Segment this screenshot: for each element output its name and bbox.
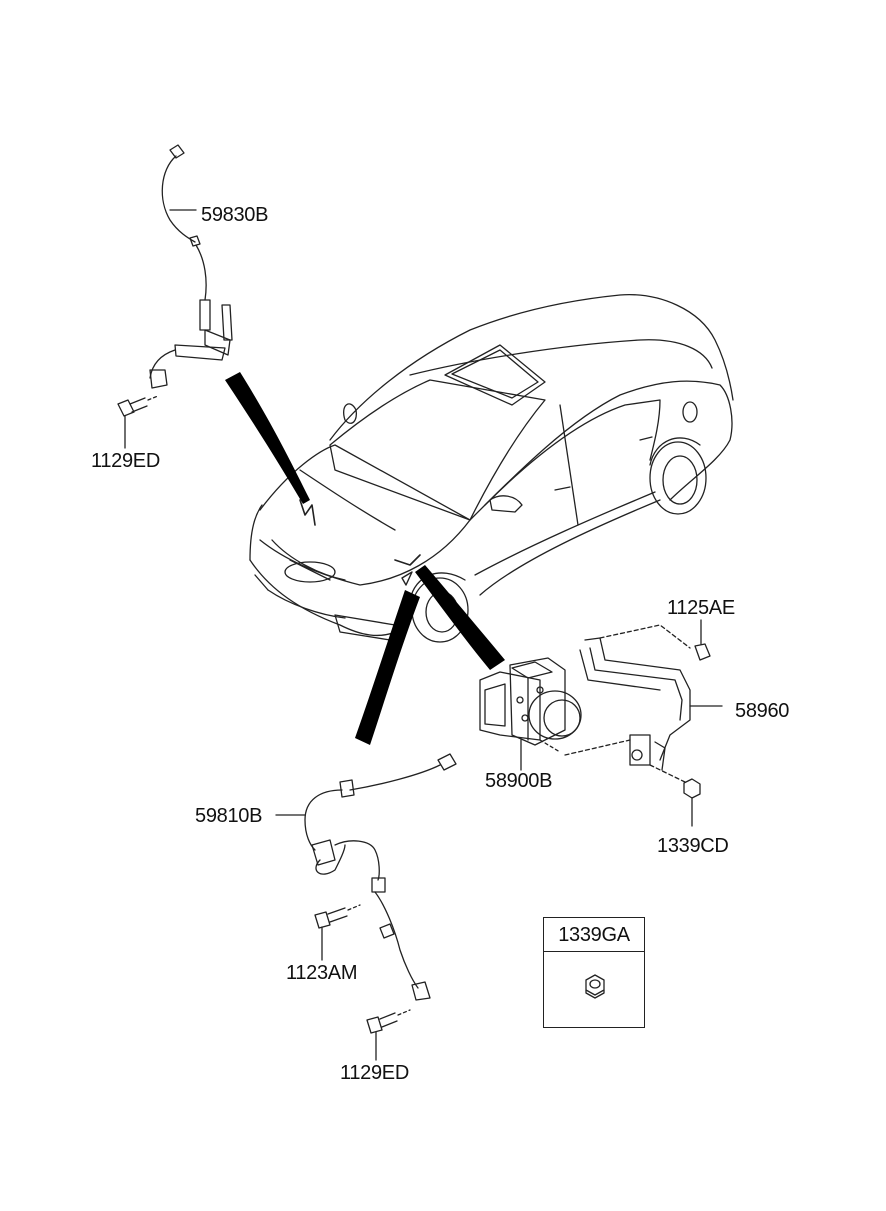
inset-box: 1339GA (543, 917, 645, 1028)
label-58900b[interactable]: 58900B (485, 770, 553, 792)
bracket-drawing (564, 624, 691, 783)
label-1123am[interactable]: 1123AM (286, 962, 358, 984)
bolt-bracket-drawing (694, 619, 711, 661)
front-wheel-sensor-drawing (149, 144, 233, 389)
label-1129ed-lower[interactable]: 1129ED (340, 1062, 409, 1084)
car-illustration (249, 294, 734, 643)
callout-arrows (225, 372, 505, 745)
label-1125ae[interactable]: 1125AE (667, 597, 735, 619)
nut-bracket-drawing (683, 778, 701, 827)
label-59810b[interactable]: 59810B (195, 805, 263, 827)
bolt-rear-b-drawing (366, 1009, 411, 1061)
inset-header: 1339GA (544, 918, 644, 952)
bolt-rear-a-drawing (314, 904, 361, 961)
label-1339cd[interactable]: 1339CD (657, 835, 729, 857)
hex-nut-icon (585, 974, 605, 999)
rear-wheel-sensor-drawing (304, 753, 457, 1001)
bolt-upper-drawing (117, 395, 159, 417)
label-59830b[interactable]: 59830B (201, 204, 269, 226)
label-1339ga[interactable]: 1339GA (558, 924, 630, 946)
leader-lines (124, 209, 723, 816)
label-58960[interactable]: 58960 (735, 700, 790, 722)
label-1129ed-upper[interactable]: 1129ED (91, 450, 160, 472)
abs-module-drawing (479, 657, 582, 753)
